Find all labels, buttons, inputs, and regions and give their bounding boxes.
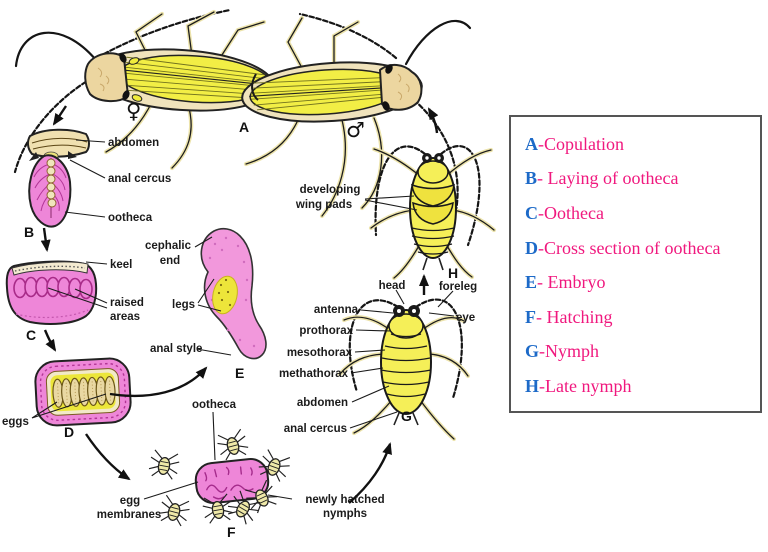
stage-letter-e: E bbox=[235, 365, 244, 381]
label-g-methathorax: methathorax bbox=[279, 368, 349, 380]
female-symbol: ♀ bbox=[126, 99, 141, 123]
label-g-prothorax: prothorax bbox=[299, 325, 353, 337]
legend-key-d: D bbox=[525, 237, 538, 258]
label-g-abdomen: abdomen bbox=[297, 397, 348, 409]
label-e-cephalic-line1: cephalic bbox=[145, 240, 192, 252]
label-c-raised-line1: raised bbox=[110, 297, 144, 309]
legend-box: A-Copulation B- Laying of ootheca C-Ooth… bbox=[509, 115, 762, 413]
legend-desc-b: - Laying of ootheca bbox=[537, 168, 679, 189]
stage-h-late-nymph: developing wing pads H bbox=[295, 145, 494, 281]
label-b-anal-cercus: anal cercus bbox=[108, 173, 171, 185]
legend-row-h: H-Late nymph bbox=[525, 369, 760, 404]
legend-desc-a: -Copulation bbox=[538, 133, 624, 154]
label-f-newly-hatched-line2: nymphs bbox=[323, 508, 367, 520]
stage-letter-g: G bbox=[401, 408, 412, 424]
legend-key-g: G bbox=[525, 341, 540, 362]
legend-desc-e: - Embryo bbox=[537, 272, 606, 293]
legend-row-f: F- Hatching bbox=[525, 300, 760, 335]
label-g-head: head bbox=[379, 280, 406, 292]
stage-c-ootheca: keel raised areas C bbox=[5, 259, 144, 343]
label-f-newly-hatched-line1: newly hatched bbox=[305, 494, 384, 506]
legend-key-c: C bbox=[525, 202, 538, 223]
male-symbol: ♂ bbox=[346, 118, 365, 142]
label-b-abdomen: abdomen bbox=[108, 137, 159, 149]
arrow-b-to-c bbox=[40, 227, 51, 252]
stage-g-nymph: head foreleg antenna eye prothorax mesot… bbox=[279, 280, 477, 439]
legend-row-c: C-Ootheca bbox=[525, 196, 760, 231]
arrow-d-to-e bbox=[109, 366, 208, 398]
stage-letter-b: B bbox=[24, 224, 34, 240]
legend-key-a: A bbox=[525, 133, 538, 154]
label-g-eye: eye bbox=[456, 312, 475, 324]
label-e-legs: legs bbox=[172, 299, 195, 311]
legend-desc-d: -Cross section of ootheca bbox=[538, 237, 721, 258]
male-cockroach bbox=[241, 61, 423, 123]
legend-key-f: F bbox=[525, 306, 536, 327]
label-f-egg-membranes-line2: membranes bbox=[97, 509, 162, 521]
stage-e-embryo: cephalic end legs anal style E bbox=[145, 227, 267, 381]
legend-row-a: A-Copulation bbox=[525, 127, 760, 162]
stage-letter-d: D bbox=[64, 424, 74, 440]
label-h-developing-line1: developing bbox=[300, 184, 361, 196]
arrow-d-to-f bbox=[85, 433, 131, 481]
legend-desc-g: -Nymph bbox=[539, 341, 600, 362]
label-h-developing-line2: wing pads bbox=[295, 199, 352, 211]
stage-letter-f: F bbox=[227, 524, 236, 540]
label-c-keel: keel bbox=[110, 259, 132, 271]
stage-a-copulation: ♀ ♂ A bbox=[13, 8, 472, 230]
stage-letter-h: H bbox=[448, 265, 458, 281]
label-e-cephalic-line2: end bbox=[160, 255, 180, 267]
legend-desc-f: - Hatching bbox=[536, 306, 613, 327]
label-e-anal-style: anal style bbox=[150, 343, 202, 355]
stage-letter-a: A bbox=[239, 119, 249, 135]
legend-row-g: G-Nymph bbox=[525, 335, 760, 370]
legend-row-b: B- Laying of ootheca bbox=[525, 162, 760, 197]
legend-desc-h: -Late nymph bbox=[539, 375, 632, 396]
cycle-arrows bbox=[40, 105, 439, 504]
arrow-f-to-g bbox=[348, 442, 392, 504]
stage-f-hatching: ootheca egg membranes newly hatched nymp… bbox=[97, 399, 385, 540]
arrow-c-to-d bbox=[43, 329, 57, 352]
label-g-mesothorax: mesothorax bbox=[287, 347, 353, 359]
label-b-ootheca: ootheca bbox=[108, 212, 153, 224]
stage-d-cross-section: eggs D bbox=[2, 357, 132, 440]
label-g-anal-cercus: anal cercus bbox=[284, 423, 347, 435]
legend-row-e: E- Embryo bbox=[525, 265, 760, 300]
legend-row-d: D-Cross section of ootheca bbox=[525, 231, 760, 266]
legend-desc-c: -Ootheca bbox=[538, 202, 604, 223]
label-c-raised-line2: areas bbox=[110, 311, 140, 323]
label-g-foreleg: foreleg bbox=[439, 281, 477, 293]
stage-b-laying: abdomen anal cercus ootheca B bbox=[24, 128, 171, 240]
label-f-ootheca: ootheca bbox=[192, 399, 237, 411]
legend-key-b: B bbox=[525, 168, 538, 189]
legend-key-h: H bbox=[525, 375, 540, 396]
arrow-a-to-b bbox=[52, 105, 67, 126]
arrow-h-to-a bbox=[427, 107, 439, 134]
label-g-antenna: antenna bbox=[314, 304, 359, 316]
legend-key-e: E bbox=[525, 272, 538, 293]
stage-letter-c: C bbox=[26, 327, 36, 343]
label-f-egg-membranes-line1: egg bbox=[120, 495, 140, 507]
label-d-eggs: eggs bbox=[2, 416, 29, 428]
